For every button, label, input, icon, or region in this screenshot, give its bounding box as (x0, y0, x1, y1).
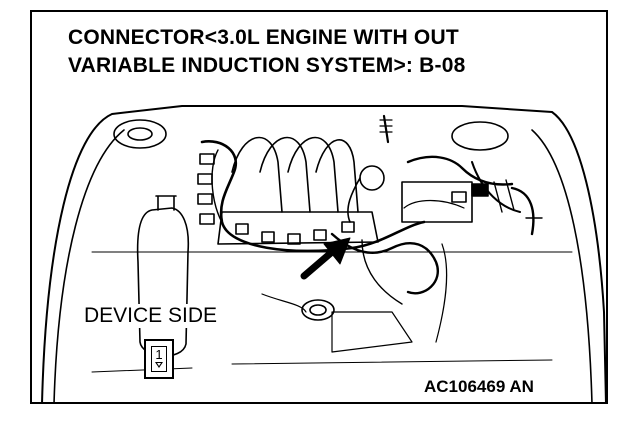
figure-id: AC106469 AN (424, 377, 534, 396)
pin-number: 1 (155, 347, 163, 362)
device-side-label: DEVICE SIDE (80, 304, 222, 328)
engine-bay-illustration (41, 105, 606, 402)
diagram-frame: CONNECTOR<3.0L ENGINE WITH OUT VARIABLE … (30, 10, 608, 404)
triangle-marker-icon (155, 362, 163, 368)
pointer-arrow-icon (300, 237, 351, 280)
title-line-2: VARIABLE INDUCTION SYSTEM>: B-08 (68, 54, 466, 77)
title-line-1: CONNECTOR<3.0L ENGINE WITH OUT (68, 26, 459, 49)
diagram-title: CONNECTOR<3.0L ENGINE WITH OUT VARIABLE … (66, 24, 590, 80)
connector-face: 1 (151, 346, 167, 372)
connector-symbol-icon: 1 (144, 339, 174, 379)
